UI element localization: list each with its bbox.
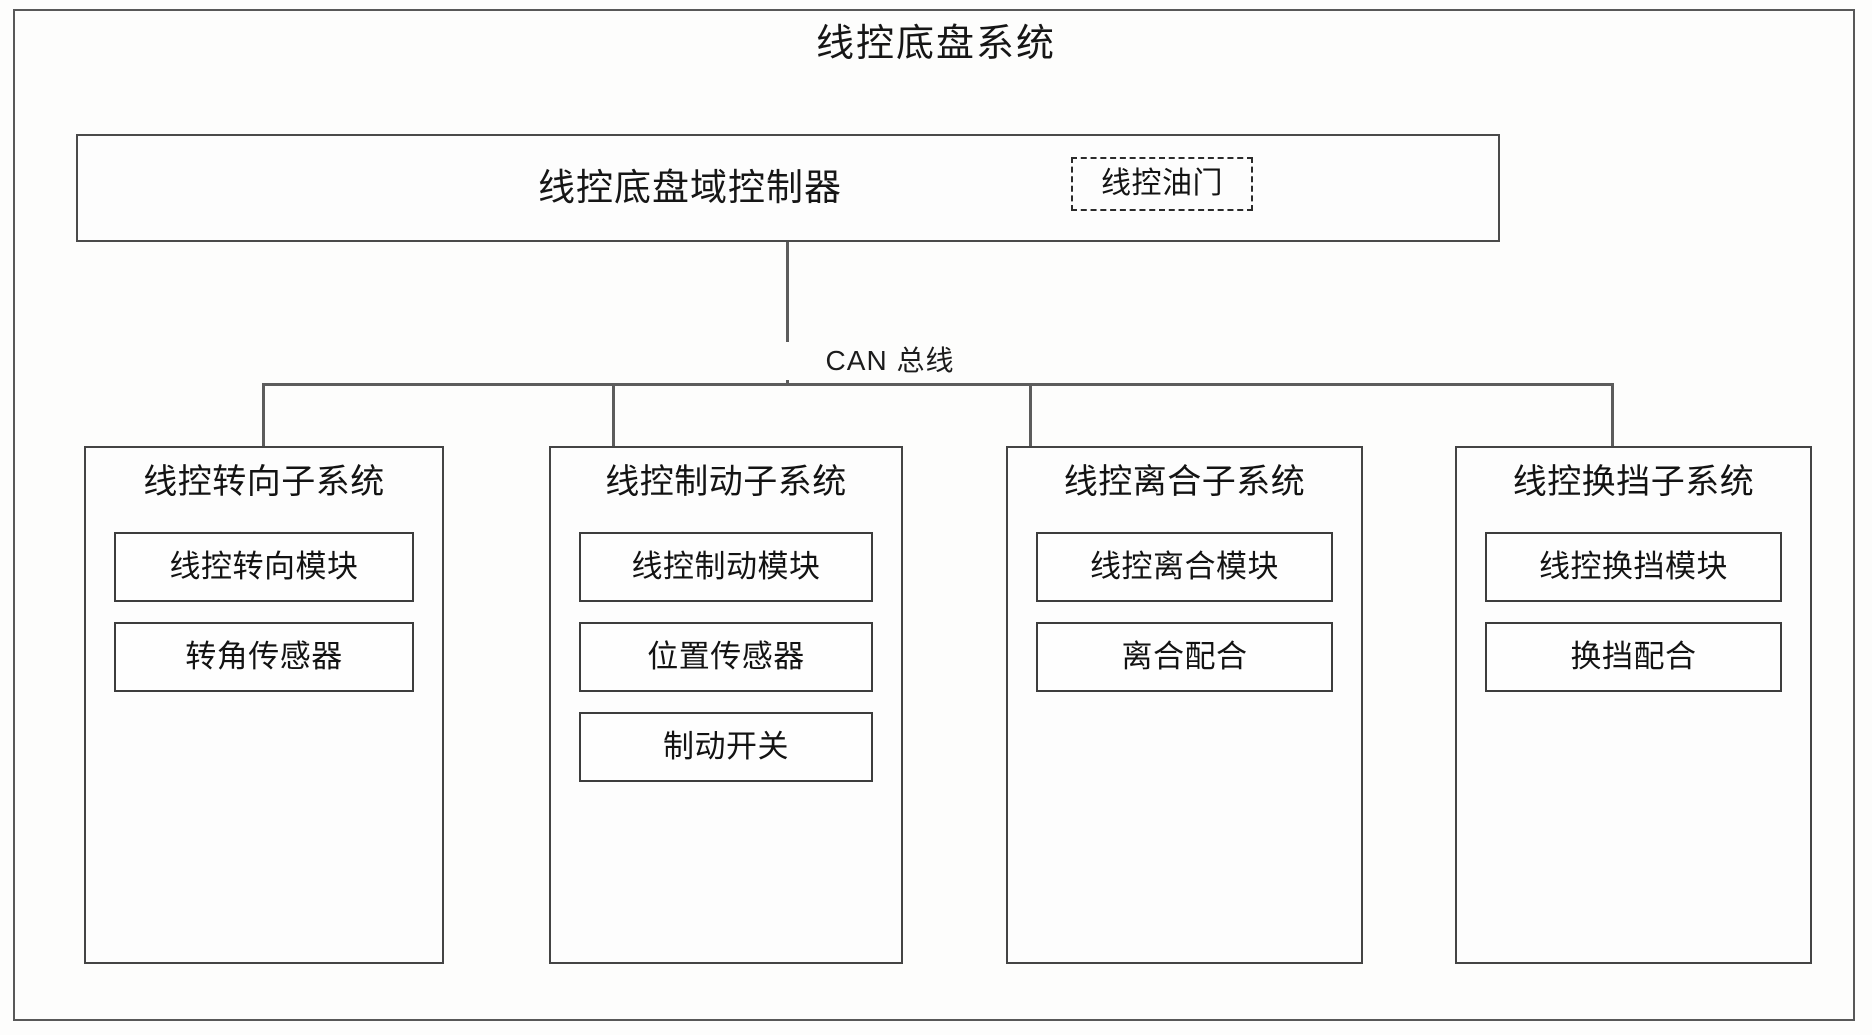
domain-controller-box: [76, 134, 1500, 242]
connector-controller-drop: [786, 242, 789, 385]
subsystem-clutch: 线控离合子系统 线控离合模块 离合配合: [1006, 446, 1363, 964]
diagram-title: 线控底盘系统: [815, 23, 1056, 65]
module-box: 线控制动模块: [579, 532, 873, 602]
page-border: [13, 9, 1855, 1021]
connector-drop-shifting: [1611, 383, 1614, 447]
subsystem-braking-title: 线控制动子系统: [605, 463, 847, 501]
subsystem-shifting-modules: 线控换挡模块 换挡配合: [1485, 532, 1782, 712]
connector-drop-steering: [262, 383, 265, 447]
subsystem-braking-modules: 线控制动模块 位置传感器 制动开关: [579, 532, 873, 802]
subsystem-clutch-modules: 线控离合模块 离合配合: [1036, 532, 1333, 712]
module-box: 线控离合模块: [1036, 532, 1333, 602]
module-label: 换挡配合: [1570, 639, 1697, 674]
module-label: 线控转向模块: [169, 549, 359, 584]
module-box: 位置传感器: [579, 622, 873, 692]
module-label: 位置传感器: [647, 639, 805, 674]
subsystem-steering: 线控转向子系统 线控转向模块 转角传感器: [84, 446, 444, 964]
subsystem-shifting-title: 线控换挡子系统: [1512, 463, 1755, 501]
module-box: 线控转向模块: [114, 532, 414, 602]
module-label: 线控离合模块: [1090, 549, 1279, 584]
connector-bus-horizontal: [262, 383, 1614, 386]
subsystem-steering-title: 线控转向子系统: [143, 463, 385, 501]
subsystem-shifting: 线控换挡子系统 线控换挡模块 换挡配合: [1455, 446, 1812, 964]
module-label: 线控换挡模块: [1539, 549, 1728, 584]
module-box: 制动开关: [579, 712, 873, 782]
subsystem-braking: 线控制动子系统 线控制动模块 位置传感器 制动开关: [549, 446, 903, 964]
can-bus-label: CAN 总线: [680, 342, 1100, 380]
connector-drop-clutch: [1029, 383, 1032, 447]
drive-by-wire-throttle-box: 线控油门: [1071, 157, 1253, 211]
module-label: 线控制动模块: [631, 549, 821, 584]
module-box: 线控换挡模块: [1485, 532, 1782, 602]
module-box: 换挡配合: [1485, 622, 1782, 692]
module-box: 离合配合: [1036, 622, 1333, 692]
drive-by-wire-throttle-label: 线控油门: [1101, 167, 1223, 200]
module-box: 转角传感器: [114, 622, 414, 692]
module-label: 转角传感器: [185, 639, 343, 674]
subsystem-clutch-title: 线控离合子系统: [1063, 463, 1306, 501]
domain-controller-label: 线控底盘域控制器: [538, 167, 842, 208]
module-label: 制动开关: [663, 729, 789, 764]
module-label: 离合配合: [1121, 639, 1248, 674]
connector-drop-braking: [612, 383, 615, 447]
subsystem-steering-modules: 线控转向模块 转角传感器: [114, 532, 414, 712]
